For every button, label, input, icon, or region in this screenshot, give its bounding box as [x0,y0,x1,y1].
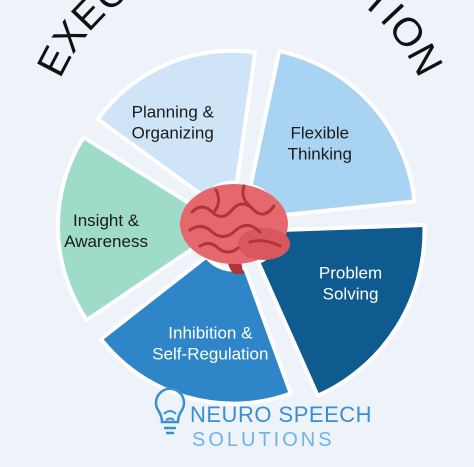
logo-line1: NEURO SPEECH [190,402,372,427]
segment-label-line: Organizing [132,123,214,142]
segment-label-line: Thinking [288,144,352,163]
segment-label-insight: Insight & Awareness [64,211,148,251]
segment-label-line: Self-Regulation [152,345,268,364]
brain-icon [180,184,290,274]
segment-label-line: Awareness [64,232,148,251]
segment-label-planning: Planning & Organizing [132,102,215,142]
logo-line2: SOLUTIONS [192,429,335,451]
segment-label-line: Planning & [132,102,215,121]
segment-label-line: Inhibition & [168,324,253,343]
segment-label-line: Insight & [73,211,140,230]
segment-planning [95,48,258,199]
segment-label-inhibition: Inhibition & Self-Regulation [152,324,268,364]
brain-bulb-icon [154,387,186,435]
segment-inhibition [98,254,293,406]
segment-label-line: Solving [323,285,379,304]
segment-label-line: Flexible [291,123,350,142]
segment-label-line: Problem [319,264,382,283]
